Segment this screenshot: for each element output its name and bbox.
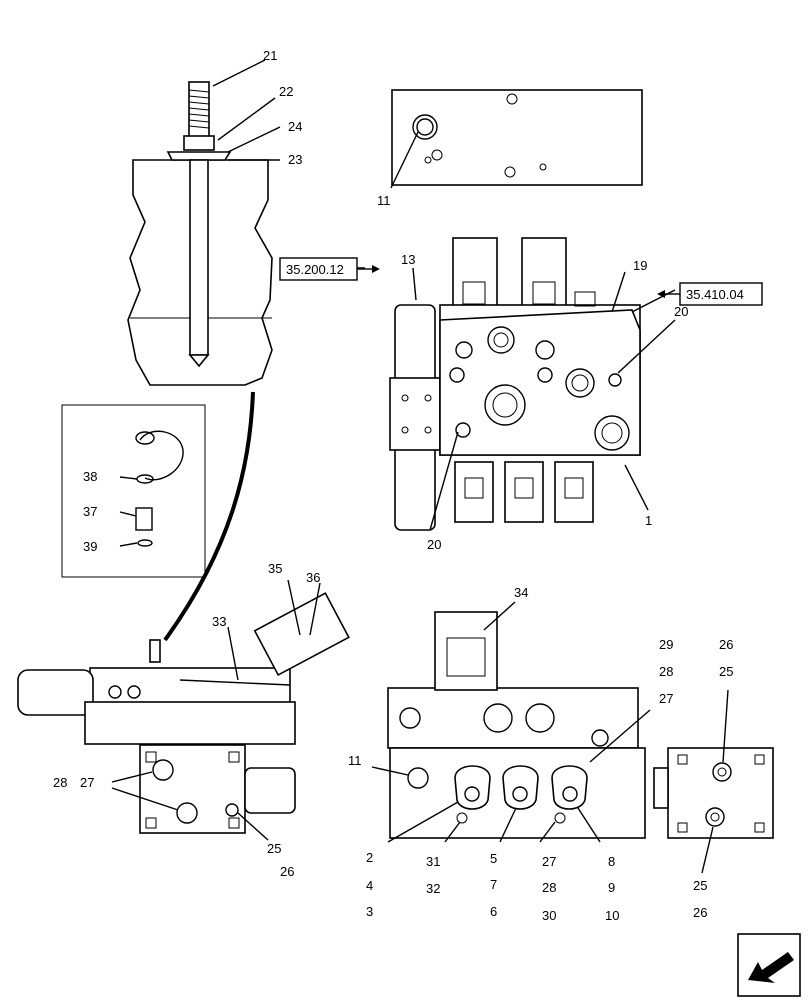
callout-28-right: 28 [659, 664, 673, 679]
callout-24: 24 [288, 119, 302, 134]
callout-27-bottom: 27 [542, 854, 556, 869]
lower-middle-assembly [387, 611, 646, 839]
callout-8: 8 [608, 854, 615, 869]
reference-box-right[interactable]: 35.410.04 [657, 282, 763, 306]
callout-31: 31 [426, 854, 440, 869]
callout-36: 36 [306, 570, 320, 585]
callout-3: 3 [366, 904, 373, 919]
callout-25-top: 25 [719, 664, 733, 679]
callout-7: 7 [490, 877, 497, 892]
callout-28-bottom: 28 [542, 880, 556, 895]
callout-32: 32 [426, 881, 440, 896]
callout-29: 29 [659, 637, 673, 652]
next-page-arrow-icon[interactable] [737, 933, 801, 997]
stud-assembly [127, 81, 273, 386]
callout-39: 39 [83, 539, 97, 554]
callout-13: 13 [401, 252, 415, 267]
callout-30: 30 [542, 908, 556, 923]
callout-25-left: 25 [267, 841, 281, 856]
callout-27-right: 27 [659, 691, 673, 706]
callout-10: 10 [605, 908, 619, 923]
callout-26-bottom: 26 [693, 905, 707, 920]
callout-20-right: 20 [674, 304, 688, 319]
lower-left-assembly [17, 592, 350, 834]
detail-box [61, 404, 206, 578]
main-valve [389, 237, 641, 531]
callout-21: 21 [263, 48, 277, 63]
callout-25-bottom: 25 [693, 878, 707, 893]
callout-27-left: 27 [80, 775, 94, 790]
callout-2: 2 [366, 850, 373, 865]
callout-34: 34 [514, 585, 528, 600]
callout-4: 4 [366, 878, 373, 893]
callout-19: 19 [633, 258, 647, 273]
callout-38: 38 [83, 469, 97, 484]
callout-26-left: 26 [280, 864, 294, 879]
side-plate [653, 747, 774, 839]
reference-label-left: 35.200.12 [286, 262, 344, 277]
callout-6: 6 [490, 904, 497, 919]
callout-33: 33 [212, 614, 226, 629]
reference-label-right: 35.410.04 [686, 287, 744, 302]
callout-28-left: 28 [53, 775, 67, 790]
callout-35: 35 [268, 561, 282, 576]
callout-11-top: 11 [377, 193, 391, 208]
callout-23: 23 [288, 152, 302, 167]
leader-lines [111, 59, 729, 874]
callout-11-mid: 11 [348, 753, 362, 768]
reference-box-left[interactable]: 35.200.12 [279, 257, 380, 281]
callout-22: 22 [279, 84, 293, 99]
callout-26-top: 26 [719, 637, 733, 652]
callout-20-bottom: 20 [427, 537, 441, 552]
callout-1: 1 [645, 513, 652, 528]
callout-5: 5 [490, 851, 497, 866]
cover-plate [391, 89, 643, 186]
callout-9: 9 [608, 880, 615, 895]
callout-37: 37 [83, 504, 97, 519]
callout-labels: 21 22 24 23 11 13 19 20 20 1 38 37 39 35… [53, 48, 733, 923]
